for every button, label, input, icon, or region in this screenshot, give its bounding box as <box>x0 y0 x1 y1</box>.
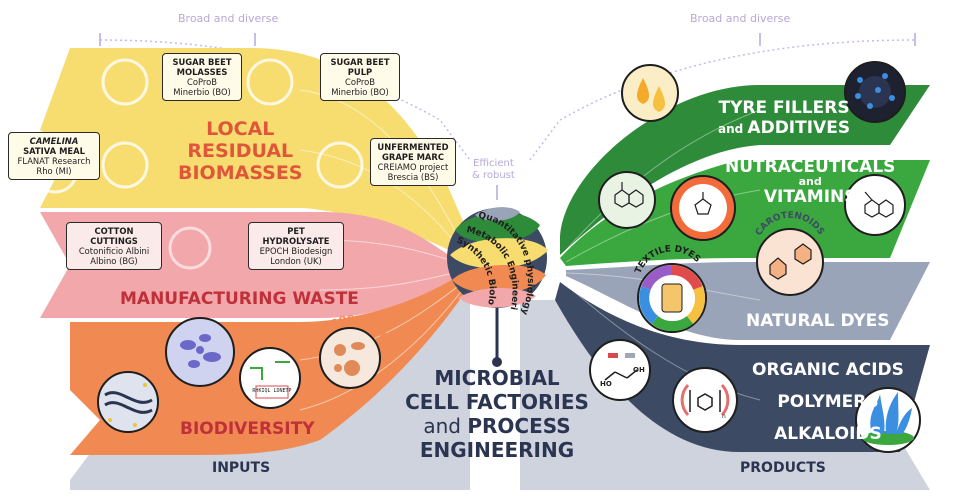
local-title-line2: RESIDUAL <box>187 140 294 162</box>
card-title: COTTON <box>94 226 134 236</box>
efficient-line2: & robust <box>472 170 515 181</box>
manufacturing-title: MANUFACTURING WASTE <box>120 289 359 309</box>
right-broad-caption: Broad and diverse <box>690 12 791 25</box>
molecule-icon-1 <box>598 171 656 229</box>
molecule-icon-3 <box>844 174 906 236</box>
card-org: CoProB <box>344 77 375 87</box>
left-broad-caption: Broad and diverse <box>178 12 279 25</box>
local-biomass-title: LOCAL RESIDUAL BIOMASSES <box>178 118 303 184</box>
nutraceuticals-band <box>560 160 930 266</box>
card-title: SATIVA MEAL <box>23 146 85 156</box>
card-title: PULP <box>347 67 373 77</box>
inputs-footer: INPUTS <box>212 460 271 476</box>
center-title: MICROBIAL CELL FACTORIES and PROCESS ENG… <box>392 366 602 462</box>
nutra-title: NUTRACEUTICALS and VITAMINS <box>725 158 895 206</box>
center-title-line3: and PROCESS <box>423 414 571 438</box>
efficient-caption: Efficient & robust <box>472 158 515 182</box>
card-title: UNFERMENTED <box>377 142 449 152</box>
card-place: Minerbio (BO) <box>173 87 231 97</box>
card-cotton-cuttings: COTTON CUTTINGS Cotonificio Albini Albin… <box>66 222 162 270</box>
textile-spool-icon <box>637 263 707 333</box>
card-title: GRAPE MARC <box>382 152 444 162</box>
card-sugar-beet-molasses: SUGAR BEET MOLASSES CoProB Minerbio (BO) <box>162 53 242 101</box>
acids-title: ORGANIC ACIDS POLYMERS ALKALOIDS <box>752 354 904 450</box>
microbe-cluster-icon <box>165 317 235 387</box>
card-place: Brescia (BS) <box>387 172 439 182</box>
card-org: FLANAT Research <box>17 156 91 166</box>
oil-drops-icon <box>621 64 679 122</box>
biodiversity-title: BIODIVERSITY <box>180 419 315 439</box>
products-footer: PRODUCTS <box>740 460 826 476</box>
card-title: HYDROLYSATE <box>262 236 330 246</box>
card-place: London (UK) <box>270 256 322 266</box>
card-pet-hydrolysate: PET HYDROLYSATE EPOCH Biodesign London (… <box>248 222 344 270</box>
card-camelina: CAMELINA SATIVA MEAL FLANAT Research Rho… <box>8 132 100 180</box>
microorganism-colony-icon <box>319 327 381 389</box>
nutra-line2: and <box>798 175 822 188</box>
local-title-line3: BIOMASSES <box>178 162 303 184</box>
card-org: CoProB <box>186 77 217 87</box>
card-sugar-beet-pulp: SUGAR BEET PULP CoProB Minerbio (BO) <box>320 53 400 101</box>
acids-line2: POLYMERS <box>777 392 879 412</box>
nutra-line1: NUTRACEUTICALS <box>725 157 896 177</box>
card-grape-marc: UNFERMENTED GRAPE MARC CREIAMO project B… <box>370 138 456 186</box>
card-place: Albino (BG) <box>90 256 138 266</box>
genome-map-icon: RHKIQL LDNETP <box>239 347 301 409</box>
tyre-icon <box>844 61 906 123</box>
center-title-line4: ENGINEERING <box>419 438 575 462</box>
acids-band <box>555 282 930 452</box>
tyre-line1: TYRE FILLERS <box>718 98 850 118</box>
carotenoid-icon <box>756 228 824 296</box>
dna-strand-icon <box>97 371 159 433</box>
card-title: PET <box>287 226 305 236</box>
polymer-n-label: n <box>722 413 726 420</box>
card-org: EPOCH Biodesign <box>259 246 333 256</box>
nutra-line3: VITAMINS <box>763 187 857 207</box>
card-title: CAMELINA <box>29 136 79 146</box>
organic-acid-icon: HO OH <box>589 339 651 401</box>
tyre-line2: and ADDITIVES <box>718 118 851 138</box>
molecule-icon-2 <box>670 175 736 241</box>
card-place: Minerbio (BO) <box>331 87 389 97</box>
card-title: CUTTINGS <box>90 236 138 246</box>
cell-factory-core <box>447 207 548 308</box>
dyes-title: NATURAL DYES <box>746 311 890 331</box>
acid-ho-label: HO <box>600 380 612 388</box>
card-title: SUGAR BEET <box>172 57 232 67</box>
card-org: CREIAMO project <box>377 162 449 172</box>
tyre-title: TYRE FILLERS and ADDITIVES <box>718 98 850 139</box>
card-org: Cotonificio Albini <box>78 246 150 256</box>
efficient-line1: Efficient <box>473 158 514 169</box>
local-title-line1: LOCAL <box>206 118 275 140</box>
card-place: Rho (MI) <box>36 166 72 176</box>
card-title: SUGAR BEET <box>330 57 390 67</box>
acids-line3: ALKALOIDS <box>774 424 882 444</box>
right-dotted-line <box>529 39 916 161</box>
acid-oh-label: OH <box>633 366 645 374</box>
card-title: MOLASSES <box>176 67 228 77</box>
local-biomass-band <box>40 48 480 262</box>
alkaloid-plant-icon <box>855 387 921 453</box>
polymer-icon: n <box>672 367 738 433</box>
center-title-line1: MICROBIAL <box>434 366 560 390</box>
sequence-text: RHKIQL LDNETP <box>252 388 291 394</box>
acids-line1: ORGANIC ACIDS <box>752 360 904 380</box>
tyre-band <box>560 85 930 255</box>
center-title-line2: CELL FACTORIES <box>405 390 589 414</box>
